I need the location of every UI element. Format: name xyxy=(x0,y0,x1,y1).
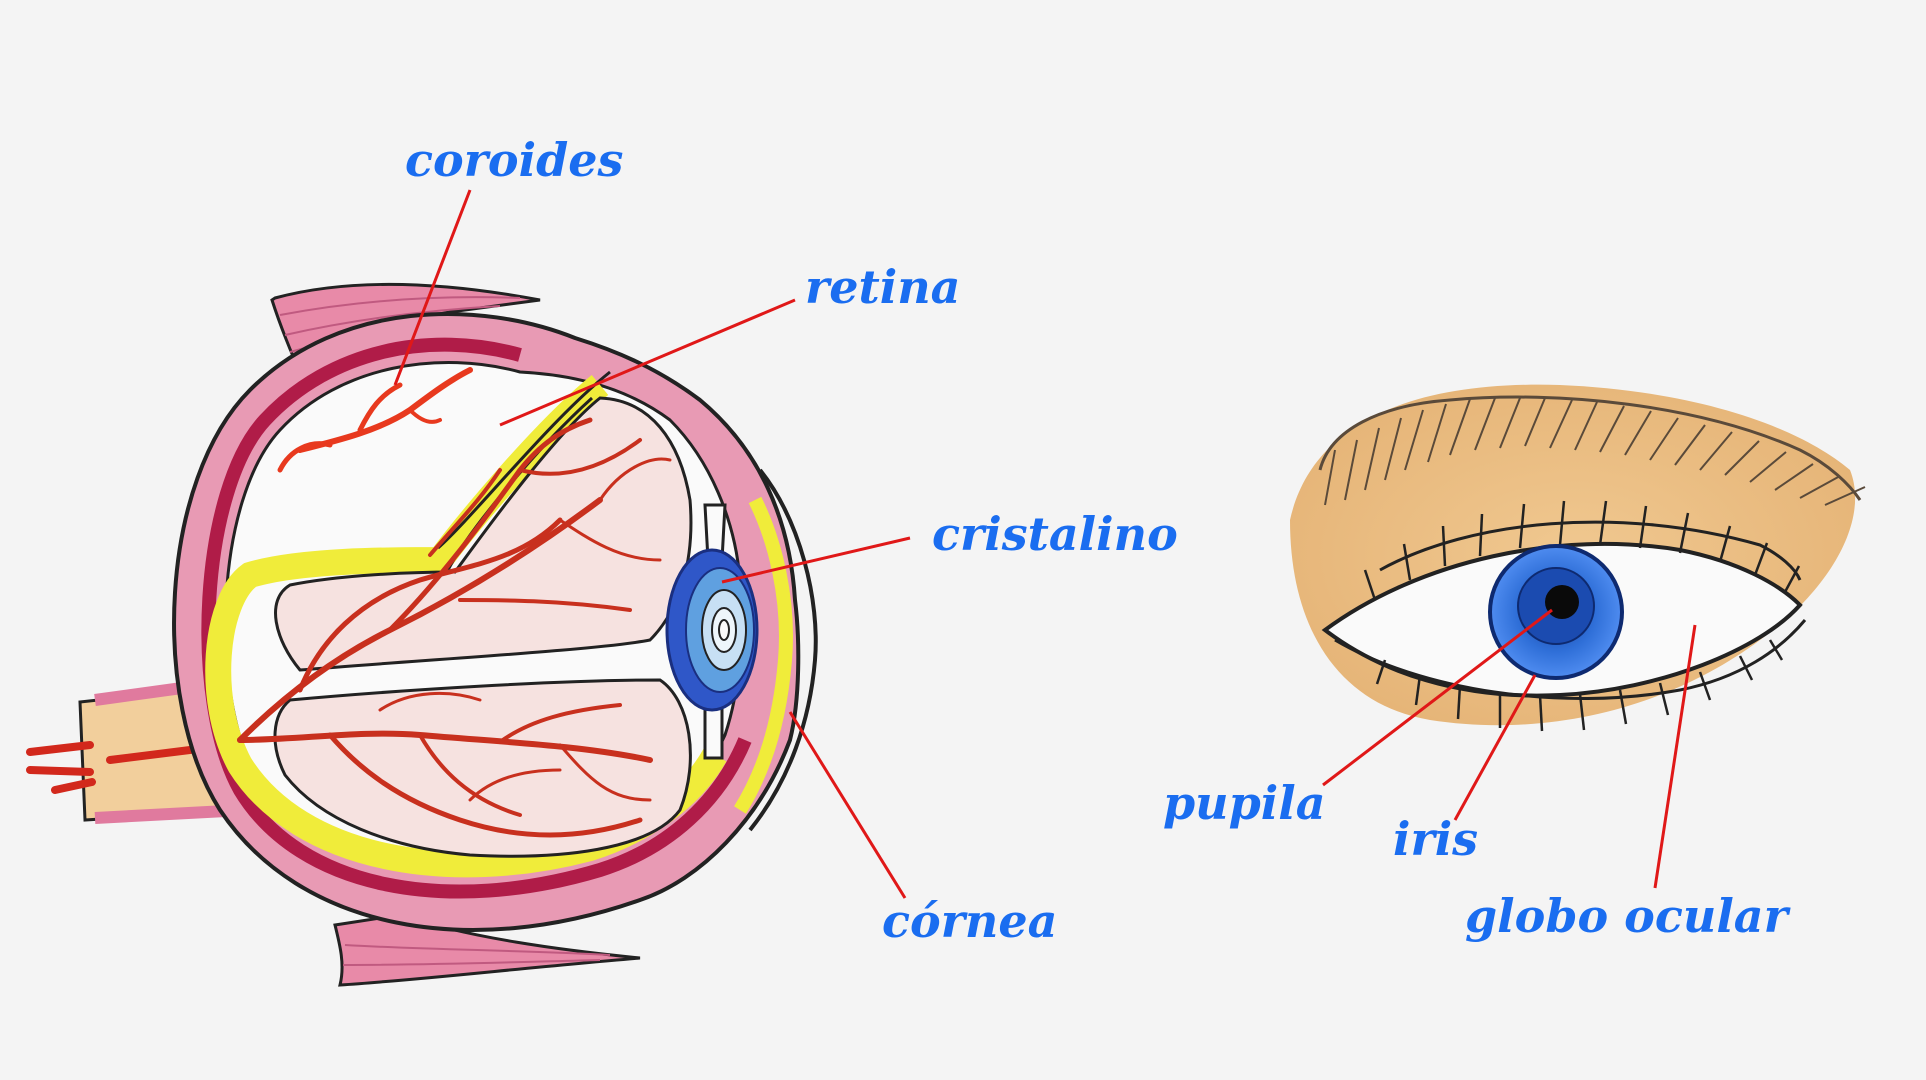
leader-globo-ocular xyxy=(1653,624,1697,889)
label-cristalino: cristalino xyxy=(932,507,1178,561)
eyeball-cross-section xyxy=(26,282,818,987)
optic-nerve-vessels xyxy=(26,741,234,794)
cornea-shape xyxy=(748,468,818,832)
eye-front-view xyxy=(1290,384,1866,732)
choroid-layer xyxy=(201,337,752,899)
leader-coroides xyxy=(393,189,472,386)
retinal-blood-vessels xyxy=(237,417,672,838)
upper-eyelashes xyxy=(1363,500,1801,601)
eyebrow xyxy=(1318,395,1862,501)
label-cornea: córnea xyxy=(882,894,1058,948)
label-globo-ocular: globo ocular xyxy=(1465,889,1788,943)
leader-iris xyxy=(1453,674,1537,821)
pupil xyxy=(1545,585,1579,619)
lower-eyelid-line xyxy=(1334,619,1807,700)
iris-ring-section xyxy=(734,496,793,814)
lower-muscle-bands xyxy=(342,944,611,966)
eyelid-crease xyxy=(1379,520,1802,581)
leader-pupila xyxy=(1322,608,1553,787)
label-coroides: coroides xyxy=(405,133,624,187)
label-iris: iris xyxy=(1393,812,1479,866)
label-pupila: pupila xyxy=(1163,776,1326,830)
leader-cristalino xyxy=(721,536,911,584)
crystalline-lens xyxy=(665,548,759,712)
lower-vessel-chamber xyxy=(273,678,692,858)
eyebrow-hairs xyxy=(1324,397,1866,506)
leader-cornea xyxy=(788,711,907,899)
choroid-blood-vessels xyxy=(277,367,473,473)
leader-retina xyxy=(499,298,796,427)
label-retina: retina xyxy=(805,260,961,314)
leader-lines xyxy=(393,189,1697,899)
